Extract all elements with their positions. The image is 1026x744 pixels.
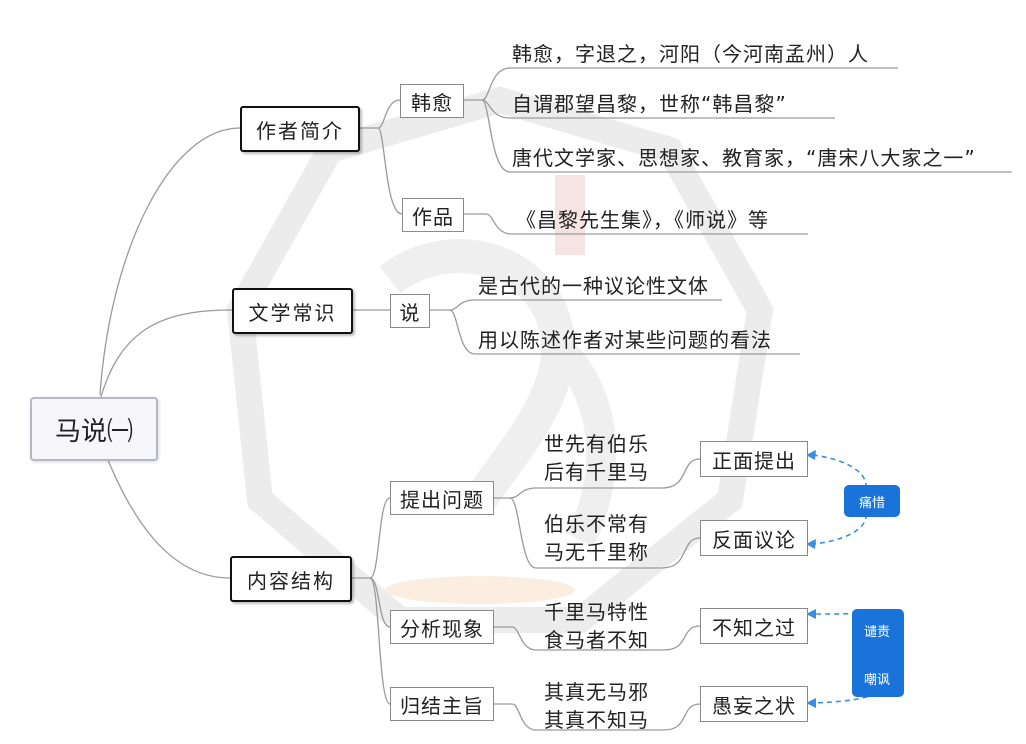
shuo-line-1: 是古代的一种议论性文体	[478, 274, 709, 298]
node-conclude-theme-label: 归结主旨	[400, 693, 484, 718]
node-shuo-label: 说	[399, 300, 421, 325]
raise-positive-text: 世先有伯乐 后有千里马	[544, 430, 649, 486]
raise-positive-line-1: 世先有伯乐	[544, 432, 649, 456]
han-yu-line-2: 自谓郡望昌黎，世称“韩昌黎”	[512, 92, 787, 116]
conclude-line-1: 其真无马邪	[544, 680, 649, 704]
node-foolish-state[interactable]: 愚妄之状	[700, 686, 808, 722]
raise-negative-line-2: 马无千里称	[544, 540, 649, 564]
han-yu-line-1: 韩愈，字退之，河阳（今河南孟州）人	[512, 42, 869, 66]
shuo-line-2: 用以陈述作者对某些问题的看法	[478, 328, 772, 352]
node-content-structure-label: 内容结构	[247, 568, 335, 593]
node-content-structure[interactable]: 内容结构	[230, 556, 352, 602]
analyze-line-1: 千里马特性	[544, 600, 649, 624]
raise-negative-text: 伯乐不常有 马无千里称	[544, 510, 649, 566]
node-fault-of-ignorance[interactable]: 不知之过	[700, 608, 808, 644]
works-text: 《昌黎先生集》，《师说》等	[516, 208, 769, 232]
node-literary-knowledge[interactable]: 文学常识	[232, 288, 353, 334]
raise-positive-line-2: 后有千里马	[544, 460, 649, 484]
node-literary-knowledge-label: 文学常识	[248, 300, 337, 325]
node-foolish-state-label: 愚妄之状	[712, 693, 796, 718]
node-conclude-theme[interactable]: 归结主旨	[390, 687, 494, 721]
root-node[interactable]: 马说㈠	[30, 397, 158, 461]
analyze-text: 千里马特性 食马者不知	[544, 598, 649, 654]
node-raise-question-label: 提出问题	[400, 487, 484, 512]
node-works[interactable]: 作品	[402, 198, 464, 232]
node-author-intro-label: 作者简介	[256, 118, 344, 143]
tag-pity-label: 痛惜	[858, 495, 885, 511]
node-analyze-phenomenon-label: 分析现象	[400, 616, 484, 641]
node-shuo[interactable]: 说	[390, 294, 430, 328]
tag-condemn-label: 谴责	[864, 625, 891, 640]
node-han-yu-label: 韩愈	[411, 90, 453, 115]
node-han-yu[interactable]: 韩愈	[400, 84, 464, 118]
node-negative-discuss-label: 反面议论	[712, 527, 796, 552]
han-yu-line-3: 唐代文学家、思想家、教育家，“唐宋八大家之一”	[512, 146, 976, 170]
node-positive-raise-label: 正面提出	[712, 448, 796, 473]
tag-condemn-mock[interactable]: 谴责 嘲讽	[852, 609, 904, 697]
node-positive-raise[interactable]: 正面提出	[700, 441, 808, 477]
tag-pity[interactable]: 痛惜	[844, 485, 900, 517]
conclude-text: 其真无马邪 其真不知马	[544, 678, 649, 734]
node-works-label: 作品	[412, 204, 454, 229]
raise-negative-line-1: 伯乐不常有	[544, 512, 649, 536]
node-negative-discuss[interactable]: 反面议论	[700, 520, 808, 556]
analyze-line-2: 食马者不知	[544, 628, 649, 652]
node-author-intro[interactable]: 作者简介	[240, 106, 360, 152]
conclude-line-2: 其真不知马	[544, 708, 649, 732]
tag-mock-label: 嘲讽	[864, 673, 891, 688]
node-raise-question[interactable]: 提出问题	[390, 481, 494, 515]
node-fault-of-ignorance-label: 不知之过	[712, 615, 796, 640]
node-analyze-phenomenon[interactable]: 分析现象	[390, 610, 494, 644]
root-title: 马说㈠	[54, 416, 133, 447]
